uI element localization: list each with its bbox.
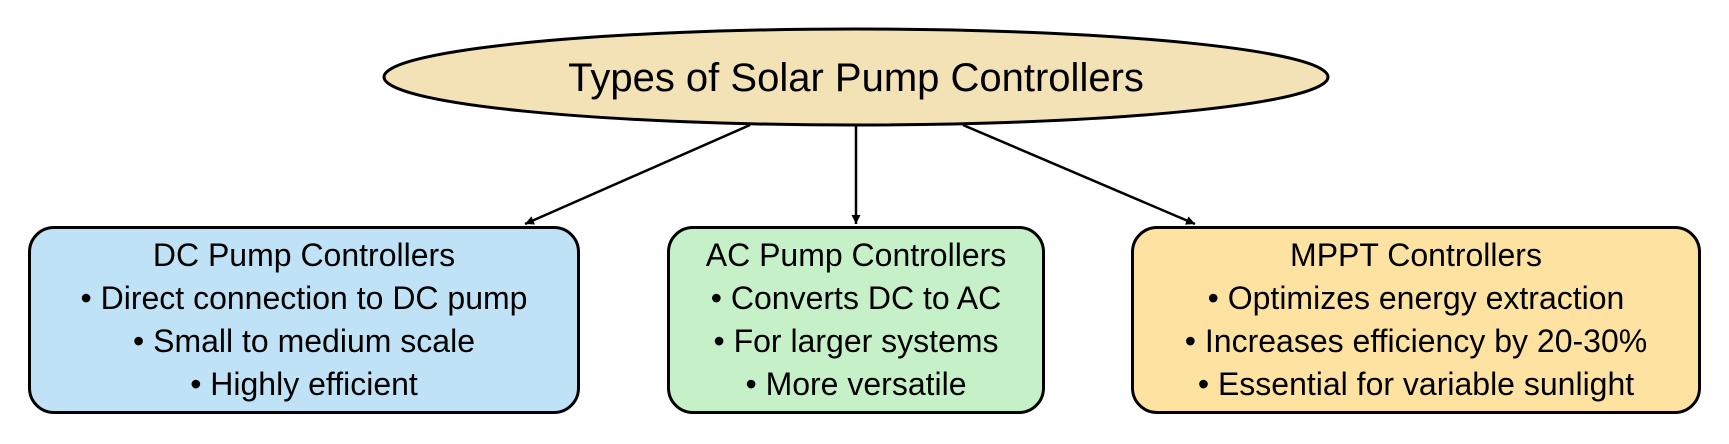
edge-root-to-mppt [962, 123, 1196, 226]
node-bullet: • Small to medium scale [133, 323, 475, 359]
root-node-label: Types of Solar Pump Controllers [568, 56, 1144, 100]
node-bullet: • Increases efficiency by 20-30% [1184, 323, 1648, 359]
node-title: DC Pump Controllers [152, 237, 456, 273]
node-dc-pump-controllers: DC Pump Controllers • Direct connection … [28, 226, 580, 414]
node-title: MPPT Controllers [1290, 237, 1542, 273]
edge-root-to-dc [524, 123, 751, 226]
node-bullet: • Converts DC to AC [710, 280, 1002, 316]
node-bullet: • Essential for variable sunlight [1197, 366, 1635, 402]
node-bullet: • More versatile [745, 366, 967, 402]
node-title: AC Pump Controllers [705, 237, 1007, 273]
node-mppt-controllers: MPPT Controllers • Optimizes energy extr… [1131, 226, 1701, 414]
node-bullet: • For larger systems [713, 323, 999, 359]
node-bullet: • Optimizes energy extraction [1207, 280, 1625, 316]
node-bullet: • Direct connection to DC pump [80, 280, 528, 316]
node-bullet: • Highly efficient [190, 366, 418, 402]
node-ac-pump-controllers: AC Pump Controllers • Converts DC to AC … [667, 226, 1045, 414]
